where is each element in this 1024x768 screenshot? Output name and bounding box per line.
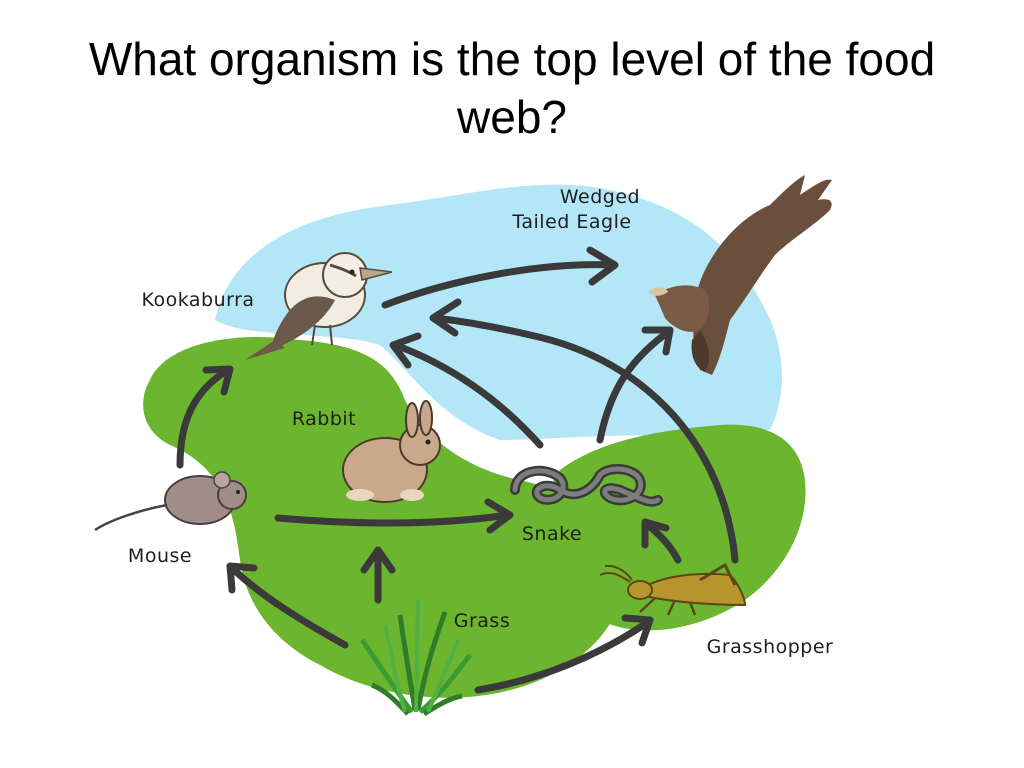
label-mouse: Mouse xyxy=(128,545,192,567)
label-rabbit: Rabbit xyxy=(292,408,356,430)
arrow-mouse-to-snake xyxy=(274,511,512,527)
arrow-head xyxy=(484,498,514,534)
snake-icon xyxy=(510,464,663,507)
grasshopper-icon xyxy=(599,562,747,616)
arrow-kookaburra-to-eagle xyxy=(381,261,616,309)
land-background-right xyxy=(544,424,806,631)
arrow-grass-to-mouse xyxy=(228,564,349,649)
arrow-head xyxy=(360,546,396,574)
grass-icon xyxy=(359,599,472,717)
arrow-mouse-to-kookaburra xyxy=(176,366,232,469)
mouse-icon xyxy=(94,471,247,532)
eagle-icon xyxy=(648,175,832,375)
label-snake: Snake xyxy=(522,523,582,545)
arrow-head xyxy=(429,298,462,337)
label-eagle-line2: Tailed Eagle xyxy=(511,211,631,233)
rabbit-icon xyxy=(342,400,441,503)
arrow-head xyxy=(641,518,670,549)
arrow-snake-to-eagle-a xyxy=(596,328,672,444)
label-kookaburra: Kookaburra xyxy=(141,289,254,311)
arrow-head xyxy=(586,246,619,286)
slide-title: What organism is the top level of the fo… xyxy=(88,33,936,143)
label-eagle-line1: Wedged xyxy=(560,186,640,208)
arrow-grass-to-grasshopper xyxy=(474,618,652,694)
kookaburra-icon xyxy=(245,252,393,360)
arrow-grasshopper-to-snake xyxy=(644,521,682,564)
sky-background xyxy=(215,184,782,440)
arrow-head xyxy=(202,365,234,396)
arrow-snake-to-kookaburra xyxy=(391,341,544,449)
label-grass: Grass xyxy=(454,610,510,632)
arrow-head xyxy=(621,614,654,647)
land-background-left xyxy=(143,336,627,698)
arrow-head xyxy=(226,562,258,594)
arrow-grasshopper-to-eagle xyxy=(431,314,739,564)
arrow-head xyxy=(641,326,674,356)
energy-flow-arrows xyxy=(176,246,739,694)
label-grasshopper: Grasshopper xyxy=(707,636,834,658)
arrow-head xyxy=(389,332,422,369)
